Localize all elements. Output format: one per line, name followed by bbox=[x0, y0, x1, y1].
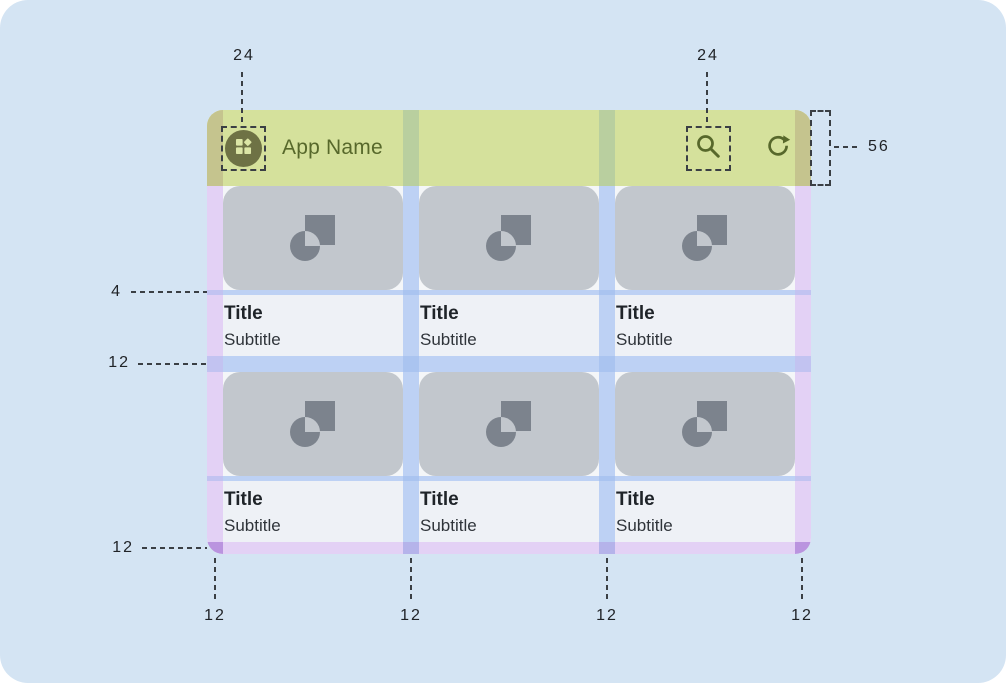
dimension-line bbox=[410, 558, 412, 600]
overlay-cross bbox=[207, 290, 223, 295]
appbar-height-bracket bbox=[810, 110, 831, 186]
card-text[interactable]: Title Subtitle bbox=[223, 481, 403, 542]
icon-bounds-box-search bbox=[686, 126, 731, 171]
overlay-cross bbox=[403, 290, 419, 295]
dimension-line bbox=[131, 291, 207, 293]
image-placeholder-icon bbox=[682, 401, 727, 447]
overlay-corner-bottom-right bbox=[795, 542, 811, 554]
overlay-cross bbox=[403, 542, 419, 554]
dimension-label-12-bottom-margin: 12 bbox=[112, 539, 134, 556]
search-icon bbox=[693, 131, 723, 166]
overlay-cross bbox=[403, 476, 419, 481]
overlay-cross bbox=[795, 476, 811, 481]
dimension-label-24-right: 24 bbox=[697, 47, 719, 64]
dimension-line bbox=[241, 72, 243, 124]
dimension-label-24-left: 24 bbox=[233, 47, 255, 64]
overlay-margin-right-header bbox=[795, 110, 811, 186]
card-image[interactable] bbox=[419, 186, 599, 290]
overlay-cross bbox=[599, 356, 615, 372]
top-app-bar: App Name bbox=[207, 110, 811, 186]
dimension-label-56: 56 bbox=[868, 138, 890, 155]
overlay-cross bbox=[599, 476, 615, 481]
card-text[interactable]: Title Subtitle bbox=[615, 295, 795, 356]
dimension-line bbox=[706, 72, 708, 124]
dashboard-button[interactable] bbox=[225, 130, 262, 167]
overlay-gutter2-header bbox=[599, 110, 615, 186]
overlay-cross bbox=[795, 356, 811, 372]
overlay-cross bbox=[795, 290, 811, 295]
dimension-line bbox=[801, 558, 803, 600]
refresh-icon bbox=[764, 132, 792, 165]
image-placeholder-icon bbox=[290, 215, 335, 261]
overlay-gap4-row2 bbox=[223, 476, 795, 481]
card-image[interactable] bbox=[615, 186, 795, 290]
card-title: Title bbox=[224, 303, 263, 324]
card-title: Title bbox=[420, 303, 459, 324]
card-text[interactable]: Title Subtitle bbox=[419, 295, 599, 356]
overlay-gutter1-header bbox=[403, 110, 419, 186]
card-title: Title bbox=[420, 489, 459, 510]
overlay-margin-left-header bbox=[207, 110, 223, 186]
overlay-cross bbox=[403, 356, 419, 372]
card-subtitle: Subtitle bbox=[616, 516, 673, 535]
dimension-line bbox=[142, 547, 207, 549]
overlay-corner-bottom-left bbox=[207, 542, 223, 554]
card-image[interactable] bbox=[223, 372, 403, 476]
image-placeholder-icon bbox=[290, 401, 335, 447]
image-placeholder-icon bbox=[486, 215, 531, 261]
dimension-line bbox=[138, 363, 207, 365]
icon-bounds-box-menu bbox=[221, 126, 266, 171]
card-subtitle: Subtitle bbox=[224, 516, 281, 535]
dimension-label-12-gutter2: 12 bbox=[596, 607, 618, 624]
card-image[interactable] bbox=[223, 186, 403, 290]
search-button[interactable] bbox=[693, 133, 723, 163]
card-image[interactable] bbox=[615, 372, 795, 476]
dimension-label-12-margin-right: 12 bbox=[791, 607, 813, 624]
image-placeholder-icon bbox=[682, 215, 727, 261]
dimension-line bbox=[834, 146, 861, 148]
dimension-label-12-gutter: 12 bbox=[108, 354, 130, 371]
overlay-gap4-row1 bbox=[223, 290, 795, 295]
refresh-button[interactable] bbox=[763, 133, 793, 163]
dimension-label-12-gutter1: 12 bbox=[400, 607, 422, 624]
card-subtitle: Subtitle bbox=[616, 330, 673, 349]
overlay-row-gutter bbox=[223, 356, 795, 372]
card-subtitle: Subtitle bbox=[420, 330, 477, 349]
card-title: Title bbox=[224, 489, 263, 510]
app-mockup: App Name bbox=[207, 110, 811, 554]
overlay-cross bbox=[207, 356, 223, 372]
card-image[interactable] bbox=[419, 372, 599, 476]
overlay-cross bbox=[599, 542, 615, 554]
dimension-line bbox=[214, 558, 216, 600]
dimension-label-4: 4 bbox=[111, 283, 122, 300]
card-title: Title bbox=[616, 303, 655, 324]
dashboard-icon bbox=[233, 136, 254, 162]
overlay-cross bbox=[599, 290, 615, 295]
card-subtitle: Subtitle bbox=[420, 516, 477, 535]
app-title: App Name bbox=[282, 136, 383, 159]
card-text[interactable]: Title Subtitle bbox=[615, 481, 795, 542]
image-placeholder-icon bbox=[486, 401, 531, 447]
card-text[interactable]: Title Subtitle bbox=[223, 295, 403, 356]
card-title: Title bbox=[616, 489, 655, 510]
card-text[interactable]: Title Subtitle bbox=[419, 481, 599, 542]
overlay-margin-bottom bbox=[223, 542, 795, 554]
card-subtitle: Subtitle bbox=[224, 330, 281, 349]
overlay-cross bbox=[207, 476, 223, 481]
dimension-line bbox=[606, 558, 608, 600]
dimension-label-12-margin-left: 12 bbox=[204, 607, 226, 624]
